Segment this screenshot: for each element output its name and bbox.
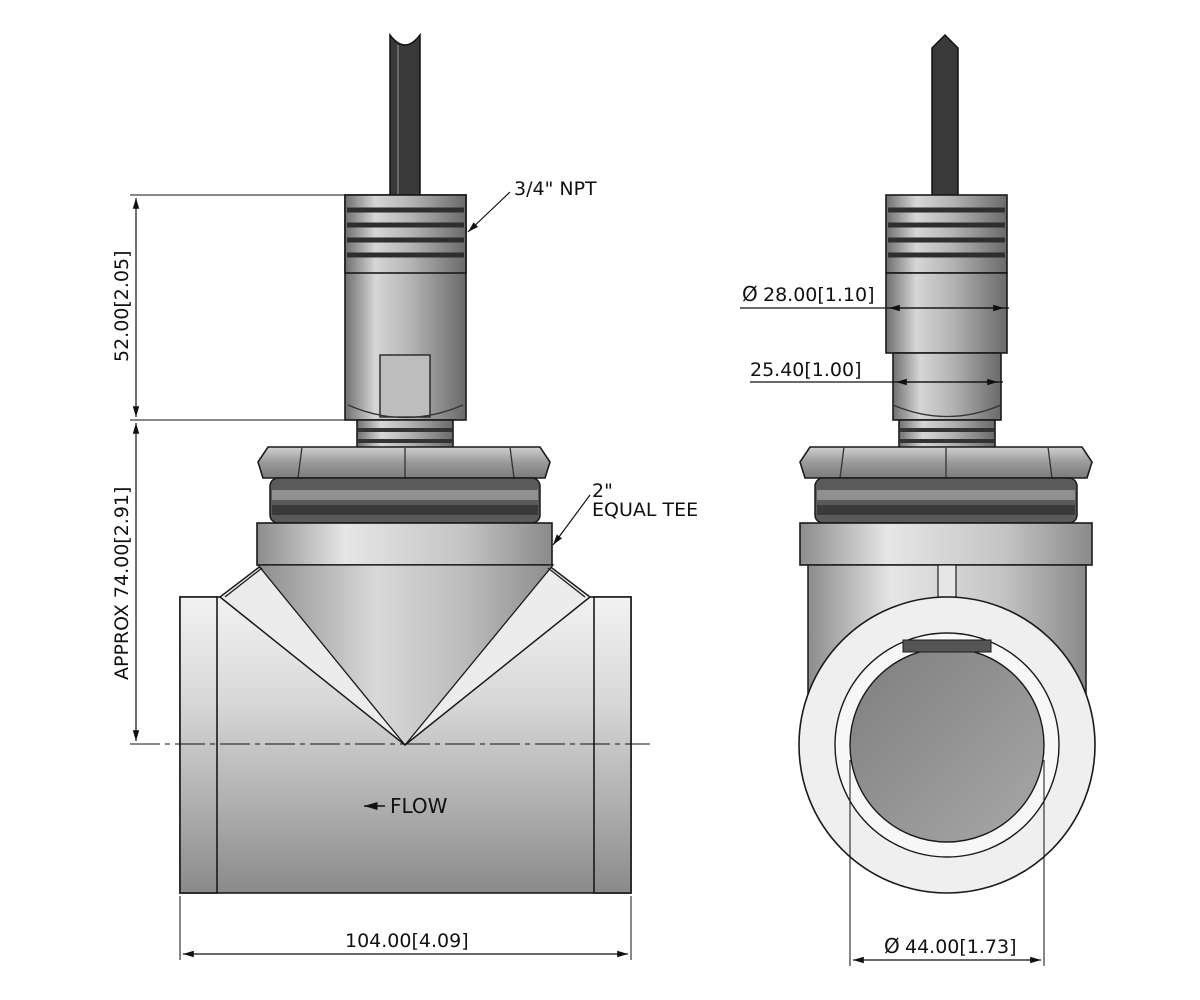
sensor-head-side <box>885 194 1008 421</box>
height-dim-label: 52.00[2.05] <box>111 250 133 362</box>
nut-diameter-dimension: Ø 28.00[1.10] <box>740 282 1009 312</box>
flow-label: FLOW <box>390 794 448 818</box>
npt-callout: 3/4" NPT <box>467 178 597 233</box>
tee-collar-front <box>256 522 553 566</box>
approx-height-dimension: APPROX 74.00[2.91] <box>111 423 140 741</box>
hex-nut-front <box>257 446 551 479</box>
approx-height-dim-label: APPROX 74.00[2.91] <box>111 487 133 680</box>
neck-thread-side <box>898 419 996 451</box>
side-view: Ø 28.00[1.10] 25.40[1.00] Ø 44.00[1.73] <box>740 33 1096 966</box>
seal-rings-side <box>814 477 1078 524</box>
pipe-end-side <box>798 596 1096 894</box>
bore-diameter-symbol: Ø <box>884 934 900 958</box>
front-view: FLOW 3/4" NPT 2" EQUAL TEE 52.00[2.05] A… <box>111 32 698 960</box>
hex-nut-side <box>799 446 1093 479</box>
height-dimension: 52.00[2.05] <box>111 194 357 421</box>
nut-diameter-label: 28.00[1.10] <box>763 284 875 306</box>
bore-diameter-label: 44.00[1.73] <box>905 936 1017 958</box>
npt-label: 3/4" NPT <box>514 178 597 200</box>
neck-thread-front <box>356 419 454 451</box>
width-dim-label: 104.00[4.09] <box>345 930 469 952</box>
cable-front <box>389 32 421 199</box>
tee-label-size: 2" <box>592 480 613 502</box>
nut-diameter-symbol: Ø <box>742 282 758 306</box>
flow-arrow: FLOW <box>364 794 448 818</box>
tee-callout: 2" EQUAL TEE <box>552 480 698 546</box>
neck-width-dimension: 25.40[1.00] <box>750 359 1003 386</box>
width-dimension: 104.00[4.09] <box>179 896 632 960</box>
tee-collar-side <box>799 522 1093 566</box>
cable-side <box>931 33 959 199</box>
thread-ridges-front <box>347 207 464 258</box>
neck-width-label: 25.40[1.00] <box>750 359 862 381</box>
sensor-slot <box>937 564 957 598</box>
sensor-head-front <box>344 194 467 421</box>
bore-diameter-dimension: Ø 44.00[1.73] <box>849 760 1045 966</box>
seal-rings-front <box>269 477 541 524</box>
tee-label-type: EQUAL TEE <box>592 499 698 521</box>
tee-body-front <box>179 564 632 894</box>
